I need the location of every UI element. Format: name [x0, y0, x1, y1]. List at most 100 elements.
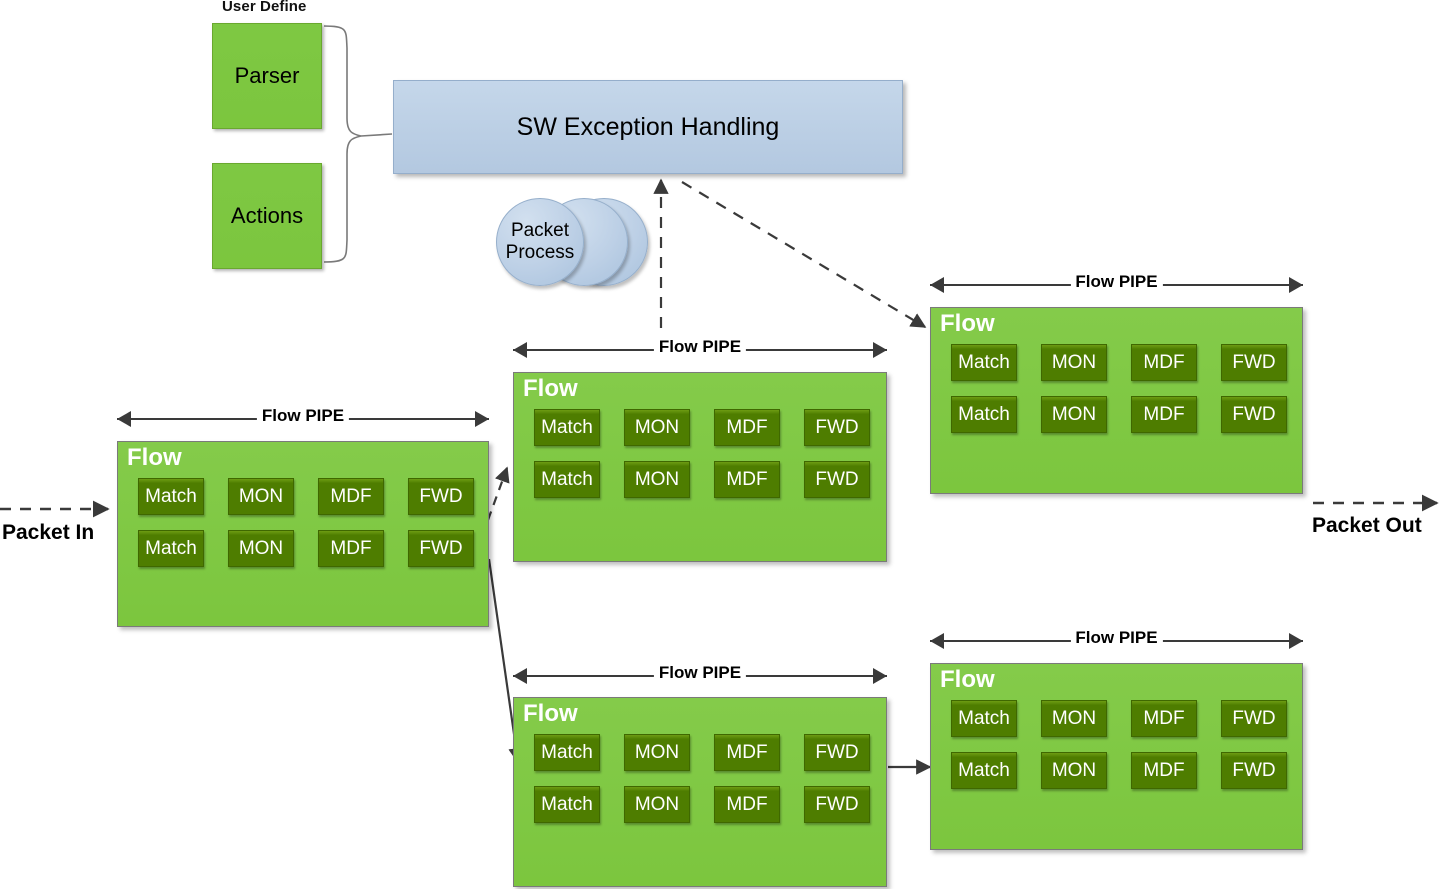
flow-cell-grid: Match MON MDF FWD Match MON MDF FWD [534, 409, 878, 513]
sw-exception-handling-label: SW Exception Handling [516, 112, 780, 141]
flow-cell-mon[interactable]: MON [228, 478, 294, 515]
flow-block-3[interactable]: Flow Match MON MDF FWD Match MON MDF FWD [930, 307, 1303, 494]
flow-pipe-label: Flow PIPE [1070, 628, 1163, 648]
flow-pipe-dimension-3: Flow PIPE [930, 272, 1303, 296]
flow-cell-row: Match MON MDF FWD [534, 461, 878, 498]
flow-cell-row: Match MON MDF FWD [951, 396, 1294, 433]
flow-cell-mon[interactable]: MON [1041, 752, 1107, 789]
flow-cell-mon[interactable]: MON [624, 409, 690, 446]
flow-cell-match[interactable]: Match [534, 734, 600, 771]
flow-cell-fwd[interactable]: FWD [804, 461, 870, 498]
flow-cell-mon[interactable]: MON [1041, 700, 1107, 737]
flow-cell-mdf[interactable]: MDF [318, 478, 384, 515]
packet-process-stack[interactable]: Packet Process [490, 195, 655, 290]
pipe-arrow-left-icon [513, 668, 527, 684]
flow-cell-row: Match MON MDF FWD [138, 478, 480, 515]
user-define-box-actions[interactable]: Actions [212, 163, 322, 269]
flow-cell-mon[interactable]: MON [624, 734, 690, 771]
pipe-arrow-left-icon [930, 277, 944, 293]
pipe-arrow-right-icon [475, 411, 489, 427]
flow-block-5[interactable]: Flow Match MON MDF FWD Match MON MDF FWD [930, 663, 1303, 850]
flow-cell-mdf[interactable]: MDF [318, 530, 384, 567]
flow-cell-fwd[interactable]: FWD [408, 478, 474, 515]
flow-cell-mdf[interactable]: MDF [1131, 700, 1197, 737]
packet-process-label: Packet Process [506, 220, 575, 264]
flow-cell-mdf[interactable]: MDF [1131, 344, 1197, 381]
flow-cell-mon[interactable]: MON [624, 786, 690, 823]
flow-cell-match[interactable]: Match [951, 700, 1017, 737]
flow-block-title: Flow [127, 444, 182, 471]
flow-cell-grid: Match MON MDF FWD Match MON MDF FWD [534, 734, 878, 838]
flow-cell-row: Match MON MDF FWD [951, 700, 1294, 737]
pipe-arrow-right-icon [873, 668, 887, 684]
user-define-box-actions-label: Actions [230, 203, 304, 228]
flow-cell-match[interactable]: Match [534, 786, 600, 823]
flow-pipe-label: Flow PIPE [256, 406, 350, 426]
packet-process-label-line2: Process [505, 242, 575, 263]
flow-cell-mon[interactable]: MON [1041, 396, 1107, 433]
flow-cell-match[interactable]: Match [951, 752, 1017, 789]
packet-out-label: Packet Out [1312, 514, 1422, 537]
flow-pipe-dimension-2: Flow PIPE [513, 337, 887, 361]
flow-cell-mon[interactable]: MON [228, 530, 294, 567]
pipe-arrow-right-icon [873, 342, 887, 358]
flow-cell-mdf[interactable]: MDF [1131, 752, 1197, 789]
packet-process-circle-front: Packet Process [496, 198, 584, 286]
flow-cell-match[interactable]: Match [138, 478, 204, 515]
pipe-arrow-right-icon [1289, 633, 1303, 649]
user-define-box-parser[interactable]: Parser [212, 23, 322, 129]
packet-in-label: Packet In [2, 521, 95, 544]
flow-cell-row: Match MON MDF FWD [138, 530, 480, 567]
sw-exception-handling-box[interactable]: SW Exception Handling [393, 80, 903, 174]
flow-pipe-dimension-4: Flow PIPE [513, 663, 887, 687]
flow-cell-row: Match MON MDF FWD [534, 409, 878, 446]
flow-cell-row: Match MON MDF FWD [534, 734, 878, 771]
flow-cell-row: Match MON MDF FWD [534, 786, 878, 823]
flow-cell-grid: Match MON MDF FWD Match MON MDF FWD [951, 344, 1294, 448]
pipe-arrow-left-icon [513, 342, 527, 358]
flow-cell-fwd[interactable]: FWD [1221, 700, 1287, 737]
pipe-arrow-left-icon [117, 411, 131, 427]
flow-cell-fwd[interactable]: FWD [1221, 344, 1287, 381]
flow-pipe-label: Flow PIPE [653, 663, 747, 683]
flow-cell-fwd[interactable]: FWD [1221, 752, 1287, 789]
flow-pipe-dimension-5: Flow PIPE [930, 628, 1303, 652]
flow-cell-mdf[interactable]: MDF [714, 409, 780, 446]
flow-block-title: Flow [523, 375, 578, 402]
flow-cell-fwd[interactable]: FWD [408, 530, 474, 567]
connector-flow1-to-flow2 [486, 466, 510, 521]
flow-pipe-label: Flow PIPE [653, 337, 747, 357]
flow-cell-grid: Match MON MDF FWD Match MON MDF FWD [138, 478, 480, 582]
flow-cell-fwd[interactable]: FWD [804, 786, 870, 823]
flow-cell-mdf[interactable]: MDF [1131, 396, 1197, 433]
flow-pipe-label: Flow PIPE [1070, 272, 1163, 292]
flow-cell-grid: Match MON MDF FWD Match MON MDF FWD [951, 700, 1294, 804]
flow-cell-match[interactable]: Match [138, 530, 204, 567]
flow-cell-mdf[interactable]: MDF [714, 734, 780, 771]
flow-cell-fwd[interactable]: FWD [804, 409, 870, 446]
flow-cell-mon[interactable]: MON [1041, 344, 1107, 381]
flow-cell-fwd[interactable]: FWD [804, 734, 870, 771]
flow-cell-match[interactable]: Match [534, 461, 600, 498]
flow-cell-fwd[interactable]: FWD [1221, 396, 1287, 433]
flow-cell-mdf[interactable]: MDF [714, 786, 780, 823]
flow-block-1[interactable]: Flow Match MON MDF FWD Match MON MDF FWD [117, 441, 489, 627]
flow-block-2[interactable]: Flow Match MON MDF FWD Match MON MDF FWD [513, 372, 887, 562]
flow-cell-match[interactable]: Match [534, 409, 600, 446]
flow-cell-match[interactable]: Match [951, 396, 1017, 433]
pipe-arrow-right-icon [1289, 277, 1303, 293]
user-define-box-parser-label: Parser [234, 63, 300, 88]
flow-block-title: Flow [940, 310, 995, 337]
flow-cell-match[interactable]: Match [951, 344, 1017, 381]
flow-cell-row: Match MON MDF FWD [951, 752, 1294, 789]
flow-cell-mon[interactable]: MON [624, 461, 690, 498]
flow-block-4[interactable]: Flow Match MON MDF FWD Match MON MDF FWD [513, 697, 887, 887]
flow-cell-row: Match MON MDF FWD [951, 344, 1294, 381]
flow-block-title: Flow [940, 666, 995, 693]
packet-process-label-line1: Packet [510, 220, 570, 241]
flow-block-title: Flow [523, 700, 578, 727]
flow-cell-mdf[interactable]: MDF [714, 461, 780, 498]
user-define-label: User Define [222, 0, 307, 15]
flow-pipe-dimension-1: Flow PIPE [117, 406, 489, 430]
